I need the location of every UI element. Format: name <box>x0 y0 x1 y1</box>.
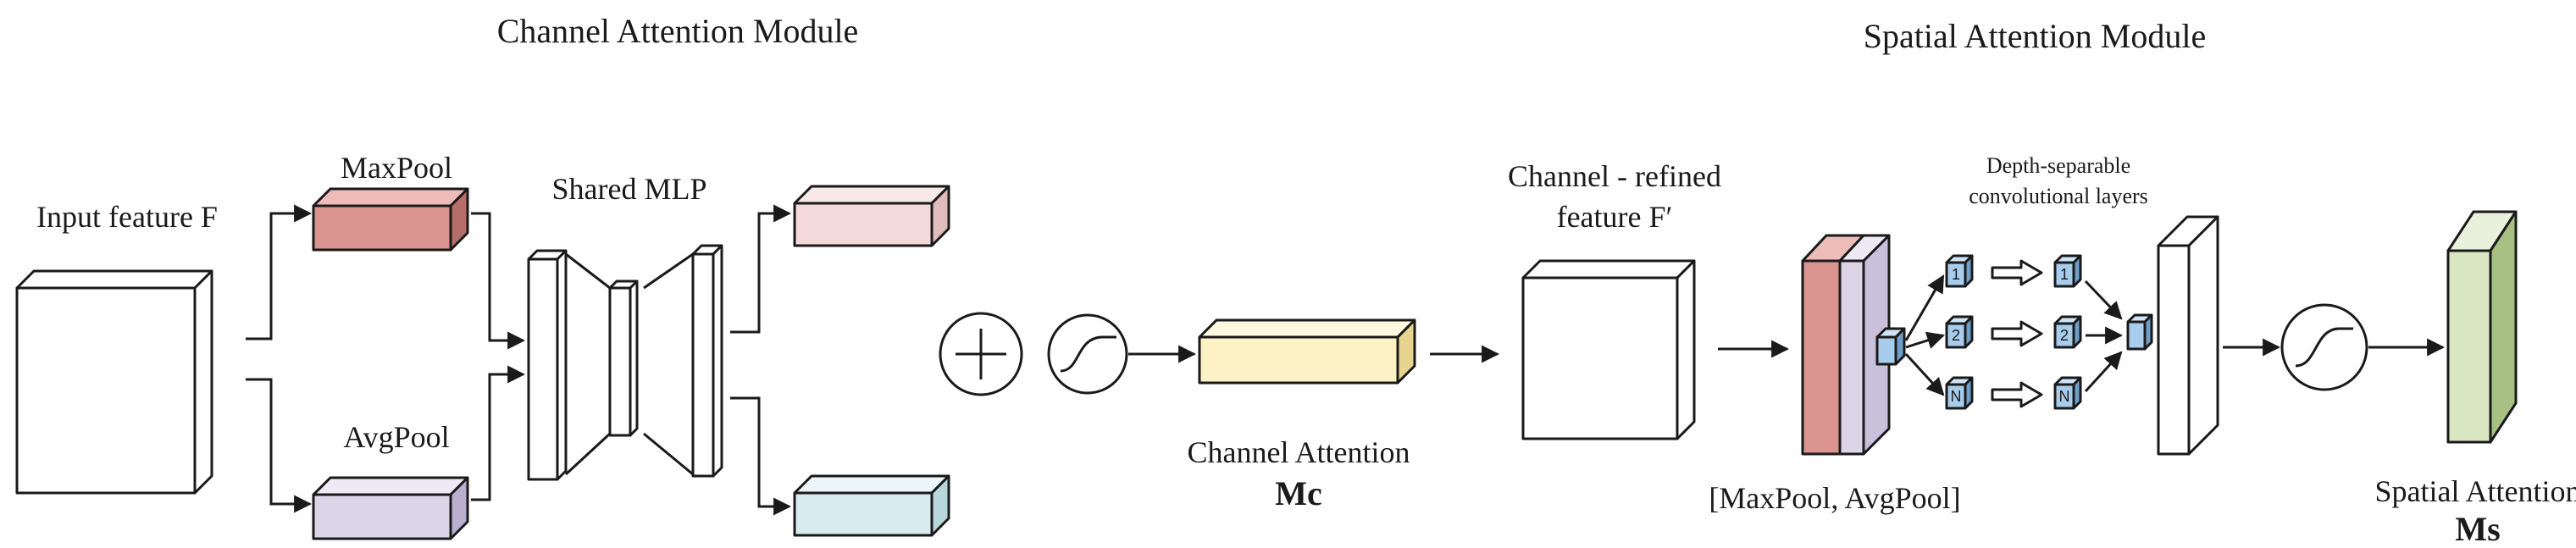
input-feature-label: Input feature F <box>36 200 218 234</box>
maxpool-block <box>312 187 469 252</box>
conv-merge-connector <box>2084 280 2124 393</box>
mlp-output-top-block <box>793 185 950 247</box>
sigmoid-icon <box>1047 313 1128 395</box>
spatial-attention-map <box>2446 210 2518 444</box>
channel-attention-label: Channel Attention <box>1188 435 1410 469</box>
svg-text:1: 1 <box>2060 266 2069 283</box>
conv-layer-2-stage-b: 2 <box>2053 315 2082 349</box>
svg-text:2: 2 <box>2060 327 2069 344</box>
input-split-connector <box>246 204 313 513</box>
channel-attention-module-heading: Channel Attention Module <box>497 12 859 50</box>
conv-fanout-connector <box>1904 274 1946 396</box>
channel-refined-label-line1: Channel - refined <box>1508 159 1721 193</box>
spatial-sigmoid-icon <box>2280 303 2368 391</box>
depth-separable-label-line2: convolutional layers <box>1969 184 2148 208</box>
conv-layer-1-stage-b: 1 <box>2053 254 2082 288</box>
merged-conv-cube <box>2126 313 2153 351</box>
shared-mlp-label: Shared MLP <box>552 172 707 206</box>
spatial-attention-module-heading: Spatial Attention Module <box>1864 17 2206 55</box>
conv-layer-n-stage-b: N <box>2053 376 2082 410</box>
input-feature-cube <box>15 269 213 495</box>
maxpool-label: MaxPool <box>341 151 452 185</box>
avgpool-label: AvgPool <box>343 420 449 454</box>
pool-to-mlp-connector <box>471 212 526 501</box>
mlp-output-bottom-block <box>793 474 950 537</box>
elementwise-sum-icon <box>939 312 1023 396</box>
spatial-conv-output-map <box>2157 215 2219 456</box>
svg-text:N: N <box>2059 388 2070 405</box>
channel-refined-feature-cube <box>1521 259 1696 440</box>
channel-refined-label-line2: feature F′ <box>1557 200 1673 234</box>
spatial-attention-label: Spatial Attention <box>2375 474 2576 508</box>
maxpool-block-front <box>312 204 452 252</box>
shared-mlp <box>527 244 723 481</box>
conv-layer-2-stage-a: 2 <box>1945 315 1974 349</box>
conv-layer-n-stage-a: N <box>1945 376 1974 410</box>
depth-separable-label-line1: Depth-separable <box>1986 153 2130 178</box>
maxpool-avgpool-label: [MaxPool, AvgPool] <box>1709 481 1960 515</box>
mlp-output-connector <box>730 204 792 516</box>
channel-attention-symbol: Mc <box>1275 474 1322 512</box>
conv-layer-1-stage-a: 1 <box>1945 254 1974 288</box>
channel-attention-map <box>1198 318 1416 385</box>
pooled-input-small-cube <box>1875 327 1906 366</box>
svg-text:1: 1 <box>1952 266 1960 283</box>
avgpool-block <box>312 476 469 540</box>
spatial-attention-symbol: Ms <box>2455 510 2500 548</box>
concat-pool-maps <box>1801 234 1891 456</box>
svg-text:2: 2 <box>1952 327 1960 344</box>
hollow-arrows <box>1991 259 2043 408</box>
svg-text:N: N <box>1951 388 1962 405</box>
